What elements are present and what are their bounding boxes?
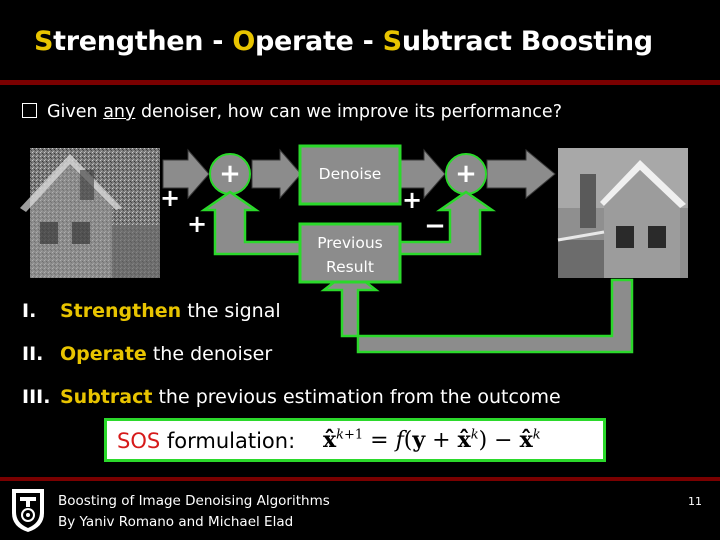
footer-line2: By Yaniv Romano and Michael Elad: [58, 514, 294, 530]
step-3: III. Subtract the previous estimation fro…: [22, 386, 561, 408]
step-text: the signal: [181, 300, 281, 322]
feedback-arrow-left: [199, 190, 302, 256]
step-keyword: Subtract: [60, 386, 153, 408]
page-number: 11: [688, 495, 702, 508]
denoise-box: [298, 144, 402, 206]
svg-text:+: +: [402, 186, 422, 214]
intro-bullet: Given any denoiser, how can we improve i…: [22, 102, 562, 122]
step-keyword: Strengthen: [60, 300, 182, 322]
svg-text:+: +: [455, 159, 477, 189]
previous-result-box: [298, 222, 402, 284]
svg-text:+: +: [187, 210, 207, 238]
footer: [0, 477, 720, 540]
sign-markers: + + + −: [160, 184, 446, 241]
arrow-from-denoise: [399, 148, 446, 200]
previous-label-line2: Result: [326, 258, 374, 276]
checkbox-bullet-icon: [22, 103, 37, 118]
noisy-image: [20, 148, 160, 278]
svg-text:+: +: [160, 184, 180, 212]
step-keyword: Operate: [60, 343, 147, 365]
feedback-arrow-right: [398, 190, 497, 256]
step-number: II.: [22, 343, 44, 365]
title-bar: [0, 0, 720, 80]
arrow-to-denoise: [251, 148, 302, 200]
sos-formula-label: SOS formulation:: [117, 429, 296, 453]
previous-result-label: Previous Result: [300, 231, 400, 279]
previous-label-line1: Previous: [317, 234, 383, 252]
step-number: I.: [22, 300, 37, 322]
step-text: the denoiser: [146, 343, 273, 365]
step-text: the previous estimation from the outcome: [152, 386, 561, 408]
footer-credits: Boosting of Image Denoising Algorithms B…: [58, 491, 330, 533]
denoised-image: [557, 148, 688, 278]
svg-text:+: +: [219, 159, 241, 189]
title-divider: [0, 80, 720, 85]
plus-node-2: +: [445, 153, 487, 195]
sos-diagram: + + + + + −: [20, 144, 688, 354]
arrow-in: [162, 148, 210, 200]
denoise-label: Denoise: [318, 165, 382, 183]
step-1: I. Strengthen the signal: [22, 300, 281, 322]
arrow-out: [486, 148, 556, 200]
sos-formula-box: SOS formulation: x̂k+1 = f(y + x̂k) − x̂…: [104, 418, 606, 462]
footer-line1: Boosting of Image Denoising Algorithms: [58, 493, 330, 509]
step-number: III.: [22, 386, 51, 408]
technion-logo-icon: [12, 489, 44, 532]
footer-divider: [0, 477, 720, 481]
slide-title: Strengthen - Operate - Subtract Boosting: [34, 26, 653, 57]
svg-text:−: −: [424, 211, 446, 241]
step-2: II. Operate the denoiser: [22, 343, 272, 365]
plus-node-1: +: [209, 153, 251, 195]
sos-equation: x̂k+1 = f(y + x̂k) − x̂k: [323, 427, 541, 453]
